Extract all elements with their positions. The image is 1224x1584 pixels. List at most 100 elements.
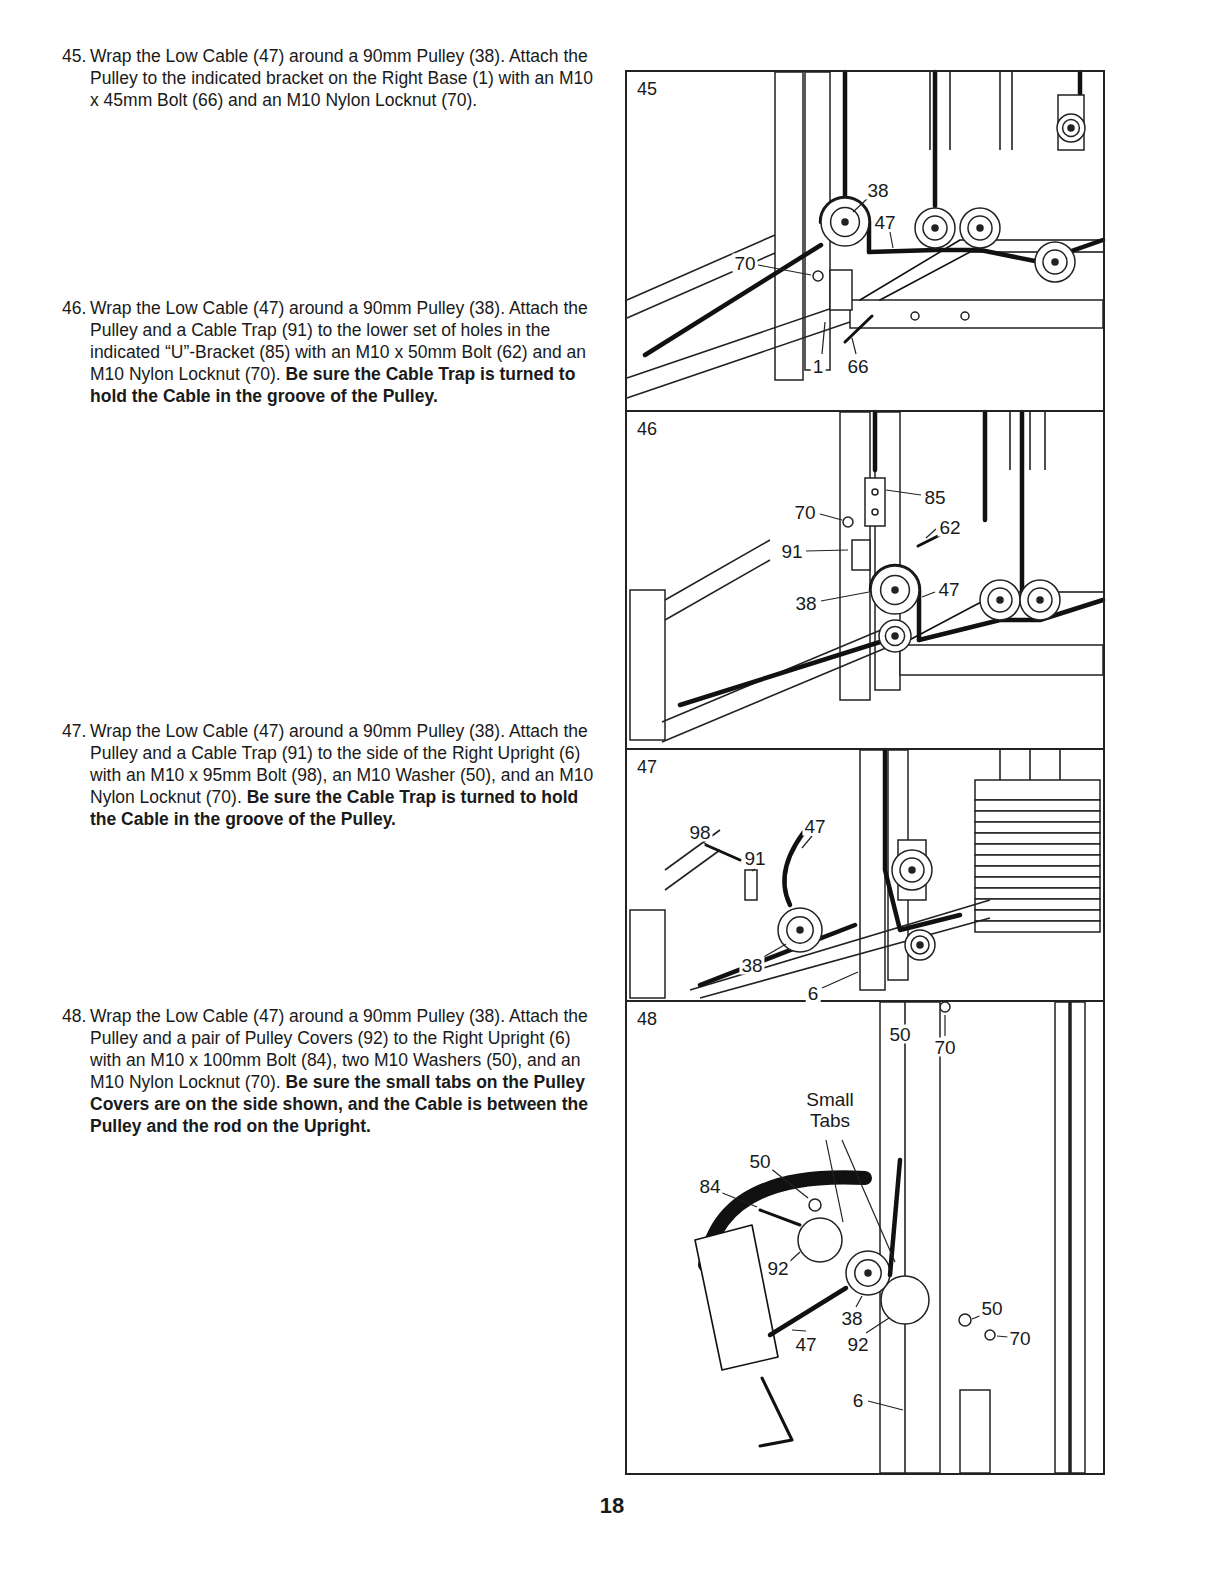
callout-number: 85 [922, 488, 947, 507]
cable [770, 1288, 846, 1335]
callout-number: 50 [979, 1299, 1004, 1318]
pulley-part [905, 930, 935, 960]
pulley-part [988, 588, 1012, 612]
pulley-part [968, 216, 992, 240]
pulley-part [846, 1251, 890, 1295]
callout-number: 98 [687, 823, 712, 842]
frame-tube [975, 877, 1100, 888]
frame-line [904, 1002, 906, 1473]
pulley-part [1068, 125, 1074, 131]
frame-line [806, 550, 848, 551]
frame-line [662, 642, 900, 742]
frame-tube [975, 855, 1100, 866]
frame-line [665, 850, 720, 890]
pulley-part [831, 208, 860, 237]
step-number: 45 [637, 80, 657, 98]
pulley-part [909, 867, 915, 873]
pulley-part [809, 1199, 821, 1211]
frame-tube [630, 910, 665, 998]
callout-number: 70 [932, 1038, 957, 1057]
pulley-part [1063, 120, 1080, 137]
frame-line [762, 944, 786, 958]
step-number: 47 [637, 758, 657, 776]
frame-tube [745, 870, 757, 900]
instruction-step: 48.Wrap the Low Cable (47) around a 90mm… [62, 1005, 597, 1137]
frame-tube [975, 910, 1100, 921]
pulley-part [892, 587, 898, 593]
callout-number: 47 [802, 817, 827, 836]
pulley-part [1037, 597, 1043, 603]
pulley-part [879, 620, 911, 652]
cable [885, 750, 960, 930]
pulley-part [917, 942, 923, 948]
pulley-part [797, 927, 803, 933]
frame-tube [960, 1390, 990, 1473]
page-number: 18 [600, 1495, 624, 1517]
step-panel: 46 [625, 410, 1105, 750]
callout-number: 38 [739, 956, 764, 975]
cable [933, 72, 938, 206]
frame-line [886, 490, 921, 495]
frame-line [821, 592, 869, 601]
step-panel: 47 [625, 748, 1105, 1002]
frame-line [758, 265, 811, 275]
frame-line [922, 592, 935, 597]
part-outline [860, 240, 1103, 300]
frame-line [999, 750, 1001, 780]
callout-number: 84 [697, 1177, 722, 1196]
frame-tube [1055, 1002, 1085, 1473]
frame-line [1059, 750, 1061, 780]
cable [680, 642, 880, 705]
cable [843, 72, 848, 198]
callout-number: 66 [845, 357, 870, 376]
pulley-part [911, 312, 919, 320]
frame-line [1029, 412, 1031, 470]
frame-line [662, 622, 900, 722]
pulley-part [932, 225, 938, 231]
cable [983, 412, 988, 520]
part-outline [695, 1225, 778, 1370]
frame-tube [775, 72, 803, 380]
callout-number: 1 [811, 357, 826, 376]
pulley-part [1035, 242, 1075, 282]
frame-line [822, 322, 825, 354]
frame-tube [900, 645, 1103, 675]
frame-line [752, 869, 755, 871]
callout-number: 70 [732, 254, 757, 273]
cable [1020, 412, 1025, 600]
frame-line [1011, 72, 1013, 150]
frame-tube [975, 888, 1100, 899]
frame-tube [975, 844, 1100, 855]
pulley-part [843, 517, 853, 527]
callout-number: 91 [742, 849, 767, 868]
frame-tube [630, 590, 665, 740]
frame-tube [975, 780, 1100, 800]
pulley-part [1043, 250, 1067, 274]
frame-tube [975, 800, 1100, 811]
step-number: 46 [637, 420, 657, 438]
callout-number: 47 [793, 1335, 818, 1354]
pulley-part [872, 489, 878, 495]
frame-line [944, 1015, 945, 1036]
pulley-part [959, 1314, 971, 1326]
frame-line [1029, 750, 1031, 780]
instruction-step: 46.Wrap the Low Cable (47) around a 90mm… [62, 297, 597, 407]
frame-line [770, 1168, 808, 1198]
instruction-step: 47.Wrap the Low Cable (47) around a 90mm… [62, 720, 597, 830]
callout-number: 70 [1007, 1329, 1032, 1348]
callout-number: 92 [845, 1335, 870, 1354]
frame-line [868, 1401, 903, 1410]
frame-line [853, 198, 868, 212]
pulley-part [940, 1002, 950, 1012]
frame-line [720, 1192, 757, 1207]
pulley-part [821, 198, 869, 246]
cable [645, 245, 821, 355]
callout-number: 50 [747, 1152, 772, 1171]
step-number: 47. [62, 720, 86, 742]
pulley-part [923, 216, 947, 240]
instruction-step: 45.Wrap the Low Cable (47) around a 90mm… [62, 45, 597, 111]
pulley-part [798, 1218, 842, 1262]
frame-line [690, 900, 990, 990]
pulley-part [1020, 580, 1060, 620]
cable [821, 198, 869, 252]
